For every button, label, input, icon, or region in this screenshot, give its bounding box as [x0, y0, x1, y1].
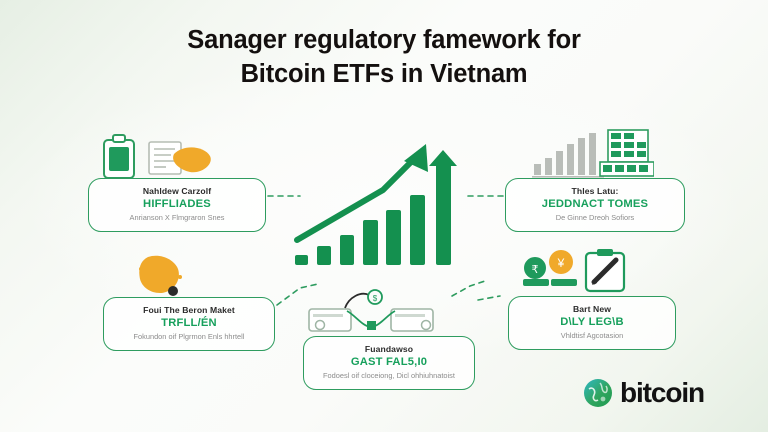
- clipboard-pen-icon: [584, 249, 626, 293]
- connector-mid-right: [477, 295, 501, 301]
- bitcoin-globe-icon: [584, 379, 612, 407]
- document-icon: [148, 141, 182, 175]
- callout-headline: GAST FAL5,I0: [350, 355, 428, 368]
- chart-arrow-head: [404, 144, 428, 172]
- callout-subtext: Fokundon oif Plgrmon Enls hhrtell: [133, 332, 245, 342]
- brand-name: bitcoin: [620, 377, 705, 408]
- connector-bottom-center: [451, 279, 489, 297]
- orange-blob-icon: [173, 147, 211, 173]
- icon-cluster-mid-left: [128, 253, 190, 301]
- page-title-line-2: Bitcoin ETFs in Vietnam: [240, 59, 528, 88]
- callout-headline: HIFFLIADES: [143, 197, 211, 210]
- callout-headline: JEDDNACT TOMES: [541, 197, 649, 210]
- callout-eyebrow: Bart New: [572, 304, 612, 314]
- card-transfer-icon: $: [308, 289, 434, 332]
- callout-headline: TRFLL/ÉN: [161, 316, 217, 329]
- orange-blob-accent: [168, 286, 178, 296]
- clipboard-green-icon: [103, 134, 135, 179]
- callout-top-right[interactable]: Thles Latu: JEDDNACT TOMES De Ginne Dreo…: [505, 178, 685, 232]
- callout-eyebrow: Nahldew Carzolf: [142, 186, 212, 196]
- callout-top-left[interactable]: Nahldew Carzolf HIFFLIADES Anrianson X F…: [88, 178, 266, 232]
- callout-subtext: Vhldtisf Agcotasion: [560, 331, 624, 341]
- coin-scale-icon: ₹ ¥: [523, 250, 577, 286]
- icon-cluster-top-left: [96, 134, 214, 182]
- svg-text:₹: ₹: [532, 264, 539, 276]
- callout-eyebrow: Fuandawso: [364, 344, 414, 354]
- gray-bar-chart-icon: [532, 133, 604, 178]
- callout-subtext: Anrianson X Flmgraron Snes: [129, 213, 225, 223]
- brand-logo[interactable]: bitcoin: [583, 377, 705, 408]
- icon-cluster-mid-right: ₹ ¥: [521, 249, 631, 294]
- callout-subtext: Fodoesl oif cloceiong, Dicl ohhiuhnatois…: [323, 371, 455, 381]
- callout-bottom-center[interactable]: Fuandawso GAST FAL5,I0 Fodoesl oif cloce…: [303, 336, 475, 390]
- page-title: Sanager regulatory famework for Bitcoin …: [0, 24, 768, 92]
- growth-bar-chart: [285, 128, 470, 268]
- callout-eyebrow: Thles Latu:: [571, 186, 619, 196]
- icon-cluster-bottom-center: $: [305, 289, 437, 337]
- page-title-line-1: Sanager regulatory famework for: [187, 26, 581, 54]
- chart-top-bar-cap: [429, 150, 457, 166]
- green-building-icon: [599, 129, 654, 177]
- callout-subtext: De Ginne Dreoh Sofiors: [555, 213, 635, 223]
- callout-mid-right[interactable]: Bart New D\LY LEG\B Vhldtisf Agcotasion: [508, 296, 676, 350]
- callout-mid-left[interactable]: Foui The Beron Maket TRFLL/ÉN Fokundon o…: [103, 297, 275, 351]
- callout-headline: D\LY LEG\B: [560, 315, 624, 328]
- icon-cluster-top-right: [532, 128, 654, 180]
- svg-text:¥: ¥: [557, 256, 565, 270]
- orange-blob-icon: [139, 255, 179, 293]
- svg-text:$: $: [373, 294, 378, 303]
- callout-eyebrow: Foui The Beron Maket: [143, 305, 235, 315]
- chart-bars: [295, 163, 451, 265]
- chart-trend-arrow: [294, 153, 420, 243]
